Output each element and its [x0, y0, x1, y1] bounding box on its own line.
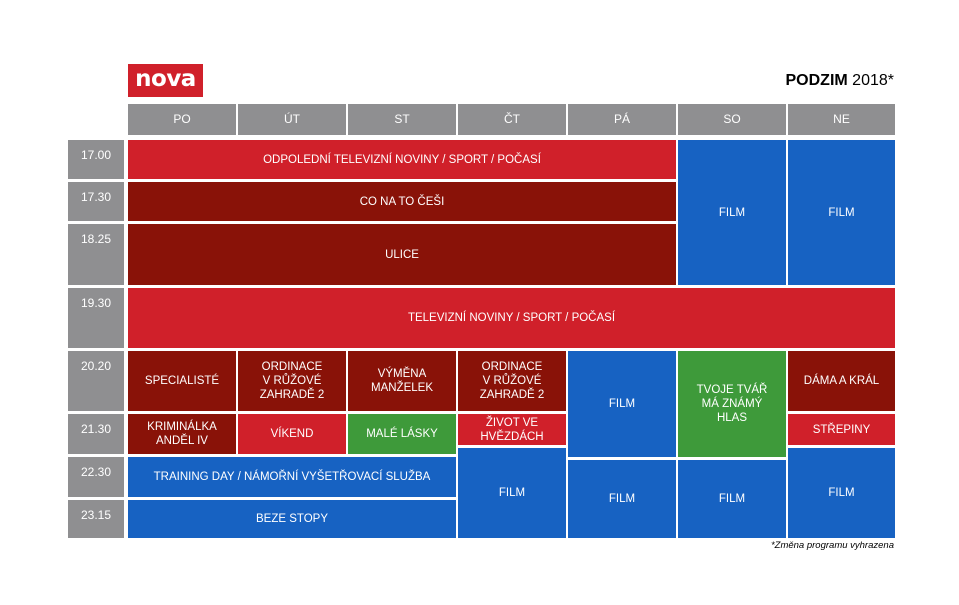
program-title: FILM: [608, 493, 636, 505]
time-label-2020: 20.20: [68, 351, 124, 411]
program-title: TVOJE TVÁŘ MÁ ZNÁMÝ HLAS: [696, 384, 768, 424]
program-title: ULICE: [385, 248, 419, 261]
program-title: KRIMINÁLKA ANDĚL IV: [147, 421, 217, 447]
program-ordinace-ut: ORDINACE V RŮŽOVÉ ZAHRADĚ 2: [238, 351, 346, 411]
day-header-ct: ČT: [458, 104, 566, 135]
program-kriminalka: KRIMINÁLKA ANDĚL IV: [128, 414, 236, 454]
day-header-pa: PÁ: [568, 104, 676, 135]
program-title: TELEVIZNÍ NOVINY / SPORT / POČASÍ: [407, 312, 616, 324]
program-tvoje-tvar: TVOJE TVÁŘ MÁ ZNÁMÝ HLAS: [678, 351, 786, 457]
program-title: FILM: [498, 487, 526, 499]
program-ulice: ULICE: [128, 224, 676, 285]
season-year: 2018*: [852, 72, 894, 89]
program-title: FILM: [718, 493, 746, 505]
program-title: FILM: [718, 206, 746, 219]
program-film-ne-late: FILM: [788, 448, 895, 538]
time-label-2315: 23.15: [68, 500, 124, 538]
program-title: TRAINING DAY / NÁMOŘNÍ VYŠETŘOVACÍ SLUŽB…: [153, 471, 431, 483]
program-vikend: VÍKEND: [238, 414, 346, 454]
program-title: BEZE STOPY: [255, 513, 328, 525]
time-label-1730: 17.30: [68, 182, 124, 221]
time-label-1930: 19.30: [68, 288, 124, 348]
program-odpoledni-noviny: ODPOLEDNÍ TELEVIZNÍ NOVINY / SPORT / POČ…: [128, 140, 676, 179]
season-name: PODZIM: [785, 72, 848, 89]
time-label-1825: 18.25: [68, 224, 124, 285]
day-header-ne: NE: [788, 104, 895, 135]
program-title: FILM: [828, 487, 855, 499]
program-co-na-to-cesi: CO NA TO ČEŠI: [128, 182, 676, 221]
program-title: FILM: [608, 398, 636, 410]
program-title: VÝMĚNA MANŽELEK: [371, 368, 433, 394]
time-label-2230: 22.30: [68, 457, 124, 497]
program-strepiny: STŘEPINY: [788, 414, 895, 445]
day-header-ut: ÚT: [238, 104, 346, 135]
program-title: DÁMA A KRÁL: [803, 375, 880, 387]
program-televizni-noviny: TELEVIZNÍ NOVINY / SPORT / POČASÍ: [128, 288, 895, 348]
program-title: MALÉ LÁSKY: [366, 428, 438, 440]
program-male-lasky: MALÉ LÁSKY: [348, 414, 456, 454]
program-title: STŘEPINY: [812, 423, 871, 436]
day-header-so: SO: [678, 104, 786, 135]
program-title: ORDINACE V RŮŽOVÉ ZAHRADĚ 2: [479, 361, 545, 401]
time-label-1700: 17.00: [68, 140, 124, 179]
program-film-ct-late: FILM: [458, 448, 566, 538]
program-vymena-manzelek: VÝMĚNA MANŽELEK: [348, 351, 456, 411]
program-training-day: TRAINING DAY / NÁMOŘNÍ VYŠETŘOVACÍ SLUŽB…: [128, 457, 456, 497]
program-title: ŽIVOT VE HVĚZDÁCH: [480, 416, 544, 443]
time-label-2130: 21.30: [68, 414, 124, 454]
day-header-po: PO: [128, 104, 236, 135]
program-beze-stopy: BEZE STOPY: [128, 500, 456, 538]
program-dama-a-kral: DÁMA A KRÁL: [788, 351, 895, 411]
day-header-st: ST: [348, 104, 456, 135]
program-film-so-late: FILM: [678, 460, 786, 538]
program-film-so-afternoon: FILM: [678, 140, 786, 285]
program-film-pa-late: FILM: [568, 460, 676, 538]
program-title: VÍKEND: [270, 428, 314, 440]
program-title: CO NA TO ČEŠI: [359, 195, 445, 208]
footnote: *Změna programu vyhrazena: [770, 540, 894, 551]
nova-logo: nova: [128, 64, 203, 97]
program-film-pa-evening: FILM: [568, 351, 676, 457]
season-title: PODZIM 2018*: [786, 72, 895, 90]
program-title: ORDINACE V RŮŽOVÉ ZAHRADĚ 2: [259, 361, 325, 401]
program-title: ODPOLEDNÍ TELEVIZNÍ NOVINY / SPORT / POČ…: [263, 153, 541, 166]
program-title: SPECIALISTÉ: [144, 375, 220, 387]
program-ordinace-ct: ORDINACE V RŮŽOVÉ ZAHRADĚ 2: [458, 351, 566, 411]
program-title: FILM: [828, 206, 855, 219]
program-specialiste: SPECIALISTÉ: [128, 351, 236, 411]
program-zivot-ve-hvezdach: ŽIVOT VE HVĚZDÁCH: [458, 414, 566, 445]
program-film-ne-afternoon: FILM: [788, 140, 895, 285]
